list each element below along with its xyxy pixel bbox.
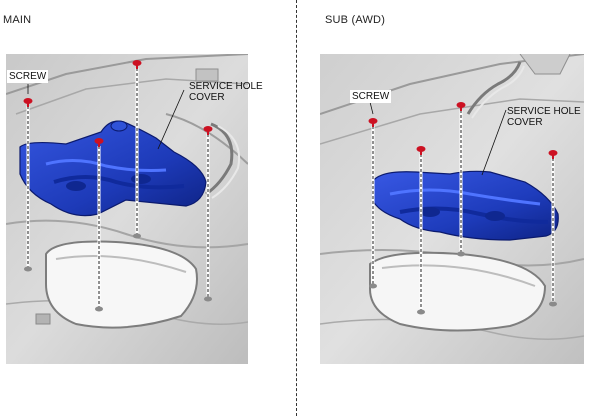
body-bracket (35, 313, 51, 325)
wiring-harness (205, 122, 234, 196)
mounting-hole (457, 251, 465, 257)
screw-icon (23, 98, 33, 107)
main-cover-label: SERVICE HOLE COVER (189, 81, 263, 103)
service-hole-rim (55, 255, 187, 273)
screw-leader-line (369, 101, 374, 115)
sub-screw-label: SCREW (350, 90, 392, 103)
mounting-hole (369, 283, 377, 289)
section-divider (296, 0, 297, 416)
service-hole-rim (381, 264, 536, 287)
sub-illustration (320, 54, 584, 364)
sub-heading: SUB (AWD) (325, 14, 386, 26)
screw-icon (456, 102, 466, 111)
mounting-hole (133, 233, 141, 239)
screw-icon (548, 150, 558, 159)
mounting-hole (24, 266, 32, 272)
main-screw-label: SCREW (7, 70, 49, 83)
body-rib (6, 54, 248, 95)
screw-icon (368, 118, 378, 127)
screw-icon (203, 126, 213, 135)
mounting-hole (549, 301, 557, 307)
screw-icon (132, 60, 142, 69)
wiring-harness (471, 65, 525, 119)
mounting-hole (417, 309, 425, 315)
cover-leader-line (481, 109, 507, 176)
main-illustration (6, 54, 248, 364)
service-hole-cover-part (371, 170, 559, 241)
service-hole-opening (45, 240, 198, 329)
sub-cover-label: SERVICE HOLE COVER (507, 106, 581, 128)
service-hole-opening (369, 251, 547, 332)
sub-vehicle-body-illustration (320, 54, 584, 364)
body-bracket (519, 54, 571, 75)
main-heading: MAIN (3, 14, 32, 26)
mounting-hole (204, 296, 212, 302)
wiring-harness (466, 61, 522, 115)
cover-leader-line (157, 89, 185, 150)
mounting-hole (95, 306, 103, 312)
main-vehicle-body-illustration (6, 54, 248, 364)
wiring-harness (211, 125, 240, 199)
body-bracket (195, 68, 219, 82)
body-rib (320, 98, 584, 145)
screw-icon (94, 138, 104, 147)
screw-icon (416, 146, 426, 155)
body-rib (6, 219, 248, 249)
